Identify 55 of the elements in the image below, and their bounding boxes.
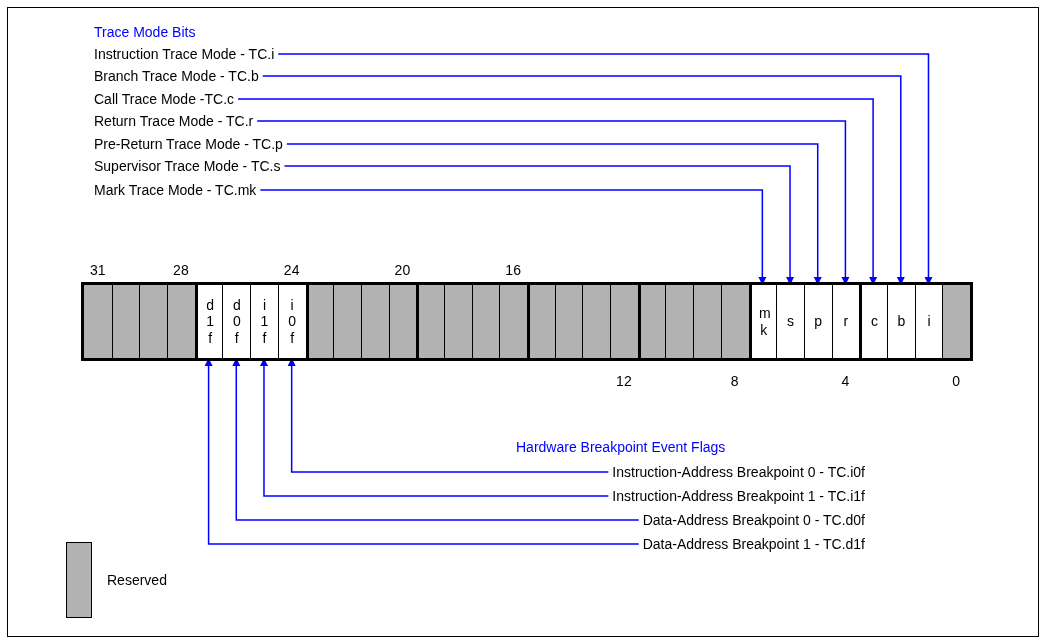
reserved-bit-cell <box>139 285 168 358</box>
arrow <box>259 358 610 497</box>
reserved-bit-cell <box>582 285 611 358</box>
field-description: Instruction-Address Breakpoint 1 - TC.i1f <box>612 487 865 505</box>
reserved-bit-cell <box>942 285 970 358</box>
arrow <box>204 358 640 545</box>
reserved-bit-cell <box>111 285 140 358</box>
reserved-bit-cell <box>416 285 444 358</box>
reserved-bit-cell <box>443 285 472 358</box>
reserved-bit-cell <box>665 285 694 358</box>
arrow <box>259 189 767 285</box>
field-description: Supervisor Trace Mode - TC.s <box>94 157 281 175</box>
legend-label: Reserved <box>107 570 167 590</box>
arrow <box>287 358 610 473</box>
field-description: Data-Address Breakpoint 1 - TC.d1f <box>642 535 865 553</box>
reserved-bit-cell <box>527 285 555 358</box>
reserved-bit-cell <box>554 285 583 358</box>
bit-number: 28 <box>172 261 190 279</box>
field-description: Instruction Trace Mode - TC.i <box>94 45 275 63</box>
reserved-bit-cell <box>333 285 361 358</box>
field-description: Data-Address Breakpoint 0 - TC.d0f <box>642 511 865 529</box>
reserved-bit-cell <box>360 285 389 358</box>
reserved-bit-cell <box>305 285 334 358</box>
bit-number: 8 <box>729 372 740 390</box>
field-description: Branch Trace Mode - TC.b <box>94 67 259 85</box>
arrow <box>237 98 878 285</box>
bit-number: 24 <box>282 261 301 279</box>
arrow <box>286 143 822 285</box>
section-heading: Hardware Breakpoint Event Flags <box>516 438 726 456</box>
field-description: Pre-Return Trace Mode - TC.p <box>94 135 283 153</box>
reserved-bit-cell <box>693 285 721 358</box>
bit-number: 4 <box>840 372 851 390</box>
reserved-bit-cell <box>167 285 195 358</box>
arrow <box>256 120 850 285</box>
reserved-bit-cell <box>720 285 749 358</box>
arrow <box>232 358 640 521</box>
bit-number: 20 <box>393 261 412 279</box>
reserved-bit-cell <box>637 285 666 358</box>
arrow <box>261 75 905 285</box>
arrow <box>283 165 795 285</box>
reserved-bit-cell <box>610 285 638 358</box>
field-description: Call Trace Mode -TC.c <box>94 90 235 108</box>
field-description: Return Trace Mode - TC.r <box>94 112 254 130</box>
reserved-bit-cell <box>388 285 417 358</box>
reserved-bit-cell <box>84 285 112 358</box>
field-description: Instruction-Address Breakpoint 0 - TC.i0f <box>612 463 865 481</box>
bit-number: 16 <box>504 261 522 279</box>
arrow <box>277 53 933 285</box>
bit-number: 12 <box>615 372 633 390</box>
reserved-bit-cell <box>499 285 527 358</box>
bit-number: 0 <box>951 372 962 390</box>
section-heading: Trace Mode Bits <box>94 23 196 41</box>
bit-number: 31 <box>89 261 107 279</box>
reserved-bit-cell <box>471 285 500 358</box>
field-description: Mark Trace Mode - TC.mk <box>94 181 257 199</box>
